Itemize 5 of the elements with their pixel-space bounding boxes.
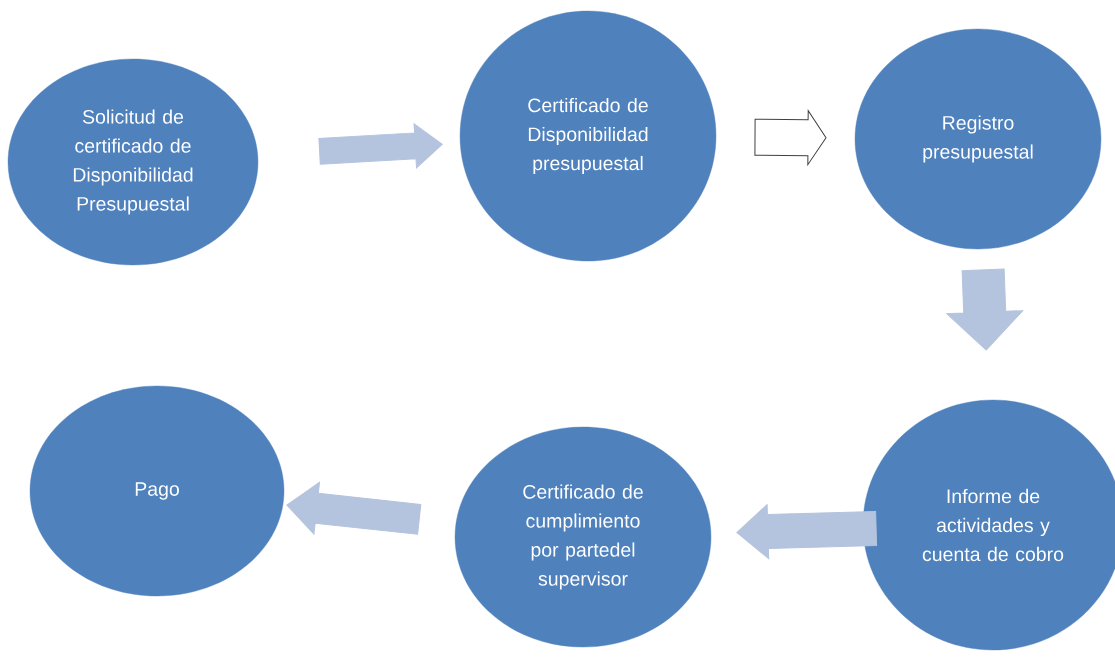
block-arrow bbox=[736, 504, 878, 560]
block-arrow bbox=[318, 123, 443, 169]
block-arrow bbox=[286, 481, 422, 535]
block-arrow bbox=[946, 268, 1024, 351]
block-arrow bbox=[754, 110, 827, 166]
